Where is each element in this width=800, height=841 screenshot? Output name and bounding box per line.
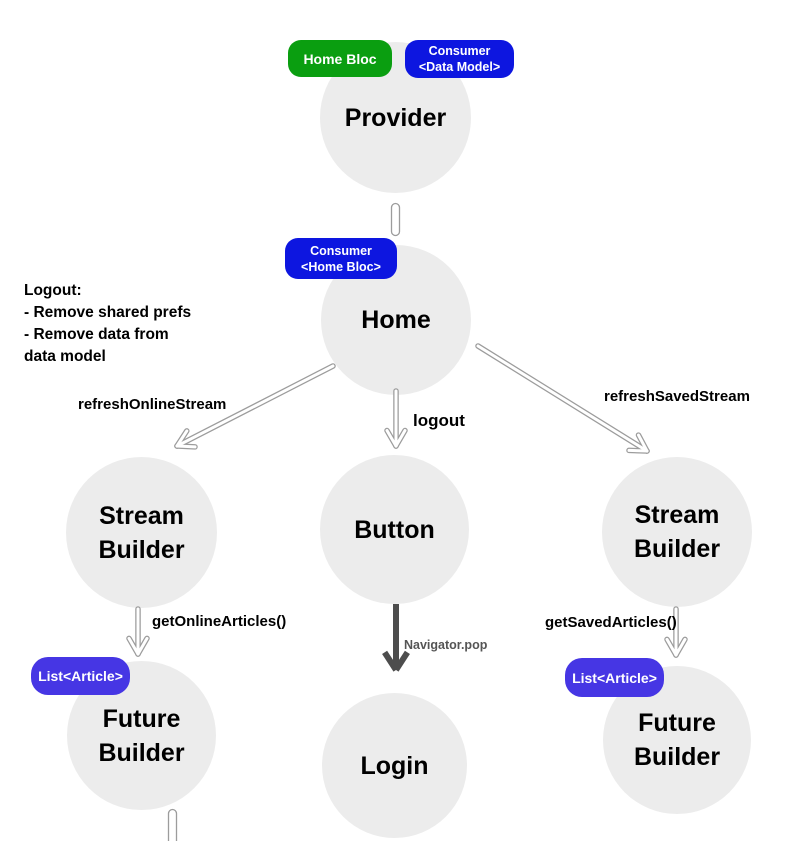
badge-home-bloc: Home Bloc [288,40,392,77]
edge-label-navigator-pop: Navigator.pop [404,638,488,652]
node-stream-builder-right: Stream Builder [602,457,752,607]
badge-consumer-home-bloc-label: Consumer <Home Bloc> [301,243,381,274]
badge-list-article-right: List<Article> [565,658,664,697]
arrow-home-to-button-icon [384,388,408,449]
edge-label-logout: logout [413,411,465,430]
logout-note: Logout: - Remove shared prefs - Remove d… [24,282,192,365]
edge-label-get-saved-articles: getSavedArticles() [545,614,677,631]
badge-list-article-left: List<Article> [31,657,130,695]
arrow-stream-left-to-future-left-icon [126,606,150,657]
node-button-label: Button [354,515,435,544]
edge-label-refresh-online-stream: refreshOnlineStream [78,396,227,413]
badge-consumer-data-model-label: Consumer <Data Model> [418,44,501,74]
node-future-builder-right-label: Future Builder [633,709,721,771]
badge-list-article-left-label: List<Article> [38,668,123,684]
node-provider-label: Provider [344,103,447,132]
node-login-label: Login [360,751,429,780]
node-login: Login [322,693,467,838]
connector-future-left-tail-icon [167,808,178,841]
edge-label-get-online-articles: getOnlineArticles() [152,613,287,630]
node-future-builder-left-label: Future Builder [98,704,185,767]
edge-label-refresh-saved-stream: refreshSavedStream [604,388,750,405]
badge-list-article-right-label: List<Article> [572,669,657,686]
badge-consumer-data-model: Consumer <Data Model> [405,40,514,78]
badge-consumer-home-bloc: Consumer <Home Bloc> [285,238,397,279]
arrow-button-to-login-icon [382,604,410,672]
connector-provider-home-icon [390,202,401,237]
node-stream-builder-left: Stream Builder [66,457,217,608]
node-button: Button [320,455,469,604]
node-stream-builder-left-label: Stream Builder [98,501,185,564]
badge-home-bloc-label: Home Bloc [303,50,377,67]
node-home-label: Home [361,306,431,334]
node-stream-builder-right-label: Stream Builder [633,501,721,563]
